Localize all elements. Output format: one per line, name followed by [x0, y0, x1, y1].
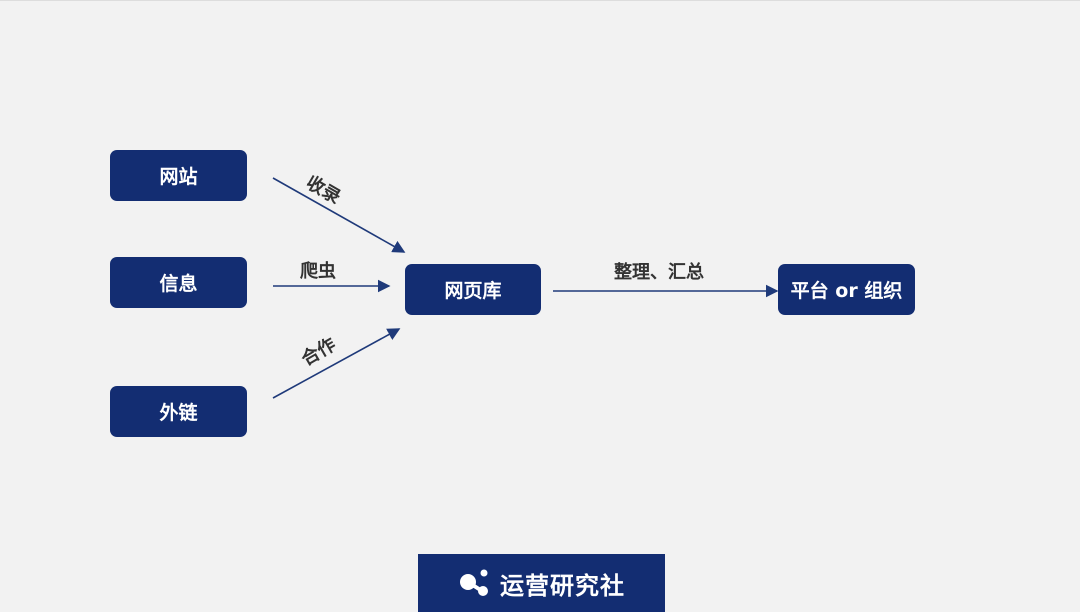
- molecule-logo-icon: [460, 569, 488, 596]
- brand-name: 运营研究社: [500, 571, 625, 600]
- node-external-links: 外链: [110, 386, 247, 437]
- node-website: 网站: [110, 150, 247, 201]
- node-label: 网站: [159, 166, 198, 188]
- arrow-website-to-hub: [272, 177, 406, 253]
- edge-label-crawler: 爬虫: [300, 261, 336, 282]
- node-label: 网页库: [444, 280, 502, 302]
- node-label: 信息: [159, 273, 198, 295]
- node-platform-or-org: 平台 or 组织: [778, 264, 915, 315]
- edge-label-organize: 整理、汇总: [614, 262, 704, 283]
- node-label: 外链: [159, 402, 198, 424]
- node-info: 信息: [110, 257, 247, 308]
- node-label: 平台 or 组织: [790, 280, 903, 302]
- brand-banner: 运营研究社: [418, 554, 665, 612]
- node-webpage-library: 网页库: [405, 264, 541, 315]
- arrow-links-to-hub: [272, 328, 401, 399]
